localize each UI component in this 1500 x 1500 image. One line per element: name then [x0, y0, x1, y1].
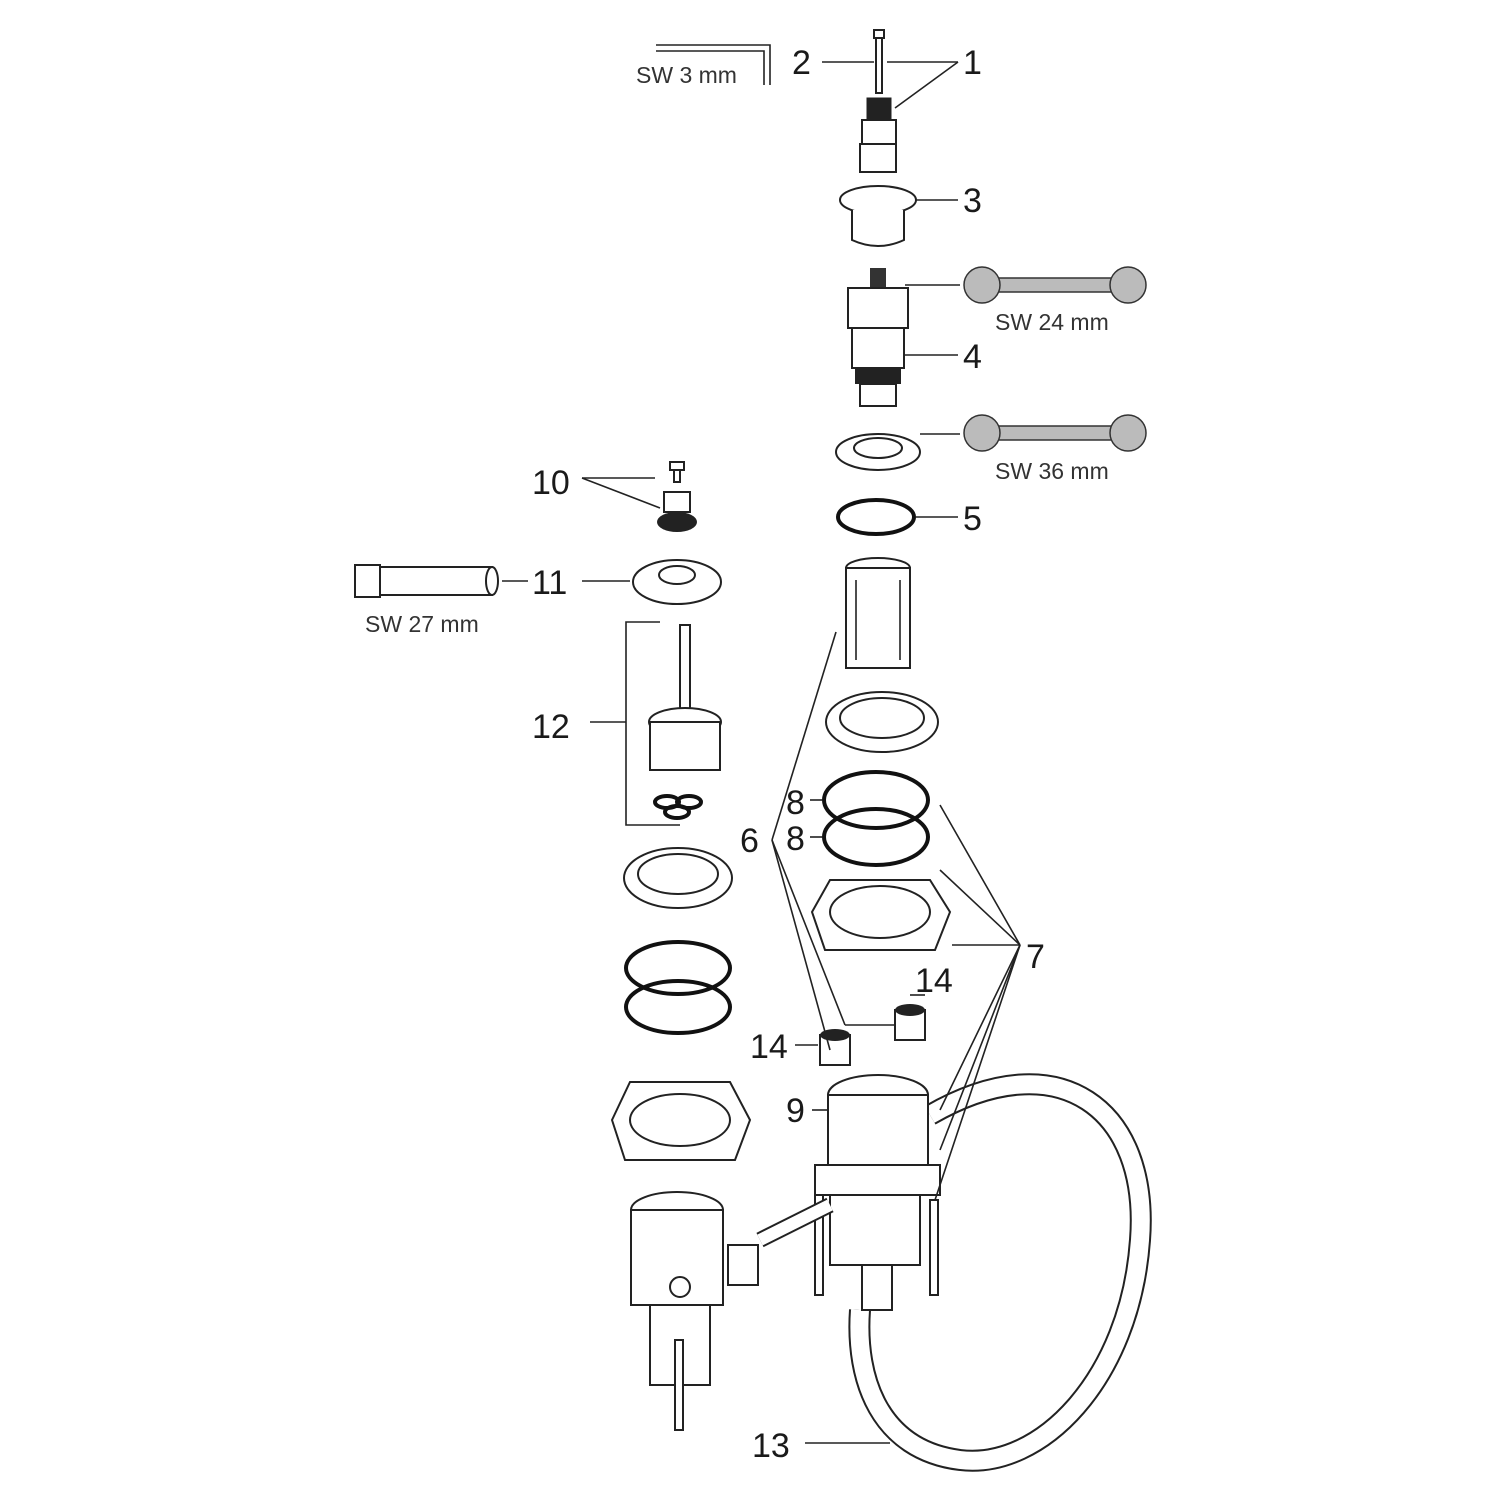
- label-part-10: 10: [532, 464, 570, 502]
- wrench-36-size-label: SW 36 mm: [995, 458, 1109, 484]
- diverter-spindle-part: [657, 491, 697, 532]
- label-part-9: 9: [786, 1092, 805, 1130]
- label-part-14: 14: [750, 1028, 788, 1066]
- label-part-8: 8: [786, 820, 805, 858]
- label-part-8: 8: [786, 784, 805, 822]
- seal-ring-part: [822, 807, 930, 867]
- label-part-4: 4: [963, 338, 982, 376]
- wrench-36-tool: [963, 414, 1147, 452]
- part-12-bracket: [625, 621, 680, 826]
- wrench-24-size-label: SW 24 mm: [995, 309, 1109, 335]
- small-screw-part: [669, 461, 685, 483]
- o-ring-part: [836, 498, 916, 536]
- seal-ring-part: [624, 940, 732, 996]
- valve-body-part: [756, 1074, 941, 1311]
- label-part-7: 7: [1026, 938, 1045, 976]
- hex-key-size-label: SW 3 mm: [636, 62, 737, 88]
- hex-key-tool: [656, 44, 771, 85]
- spindle-part: [859, 97, 897, 173]
- screw-part: [873, 29, 885, 94]
- thermostatic-cartridge-part: [847, 268, 909, 407]
- rosette-plate-part: [610, 1081, 752, 1161]
- label-part-13: 13: [752, 1427, 790, 1465]
- check-valve-part: [894, 1004, 926, 1041]
- label-part-1: 1: [963, 44, 982, 82]
- label-part-5: 5: [963, 500, 982, 538]
- label-part-6: 6: [740, 822, 759, 860]
- retaining-ring-part: [623, 847, 733, 909]
- second-valve-body-part: [630, 1191, 759, 1431]
- rosette-plate-part: [810, 879, 952, 951]
- diverter-cartridge-part: [648, 624, 722, 820]
- socket-27-size-label: SW 27 mm: [365, 611, 479, 637]
- wrench-24-tool: [963, 266, 1147, 304]
- check-valve-part: [819, 1029, 851, 1066]
- label-part-11: 11: [532, 564, 567, 602]
- socket-27-tool: [354, 564, 499, 598]
- diverter-bonnet-part: [632, 559, 722, 605]
- label-part-14: 14: [915, 962, 953, 1000]
- hex-nut-part: [835, 433, 921, 471]
- seal-ring-part: [624, 979, 732, 1035]
- seal-ring-part: [822, 770, 930, 830]
- adapter-part: [839, 185, 917, 247]
- retaining-ring-part: [825, 691, 939, 753]
- filter-part: [845, 557, 911, 669]
- label-part-2: 2: [792, 44, 811, 82]
- label-part-12: 12: [532, 708, 570, 746]
- leader-lines: [502, 61, 1021, 1444]
- label-part-3: 3: [963, 182, 982, 220]
